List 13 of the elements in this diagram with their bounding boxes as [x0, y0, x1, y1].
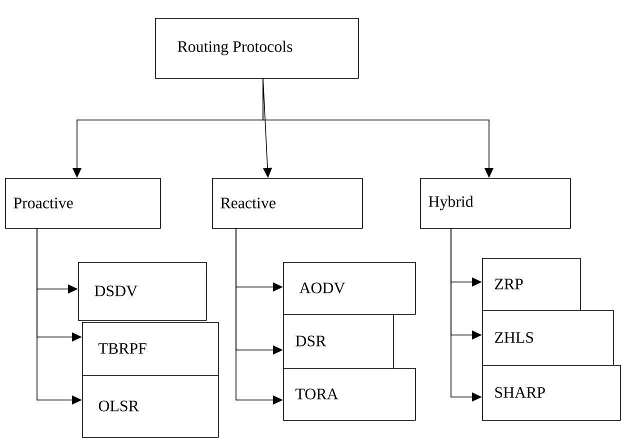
protocol-box: ZHLS — [482, 310, 614, 366]
protocol-box: AODV — [283, 262, 416, 315]
category-box: Proactive — [5, 178, 161, 229]
root-box: Routing Protocols — [155, 18, 359, 79]
protocol-box: TORA — [283, 368, 416, 421]
protocol-box: DSR — [283, 314, 394, 369]
category-box: Reactive — [212, 178, 363, 229]
protocol-box: OLSR — [82, 375, 219, 438]
protocol-box: TBRPF — [82, 322, 219, 376]
category-box: Hybrid — [420, 178, 571, 229]
protocol-box: DSDV — [78, 262, 207, 321]
protocol-box: ZRP — [482, 258, 581, 311]
protocol-box: SHARP — [482, 365, 621, 421]
